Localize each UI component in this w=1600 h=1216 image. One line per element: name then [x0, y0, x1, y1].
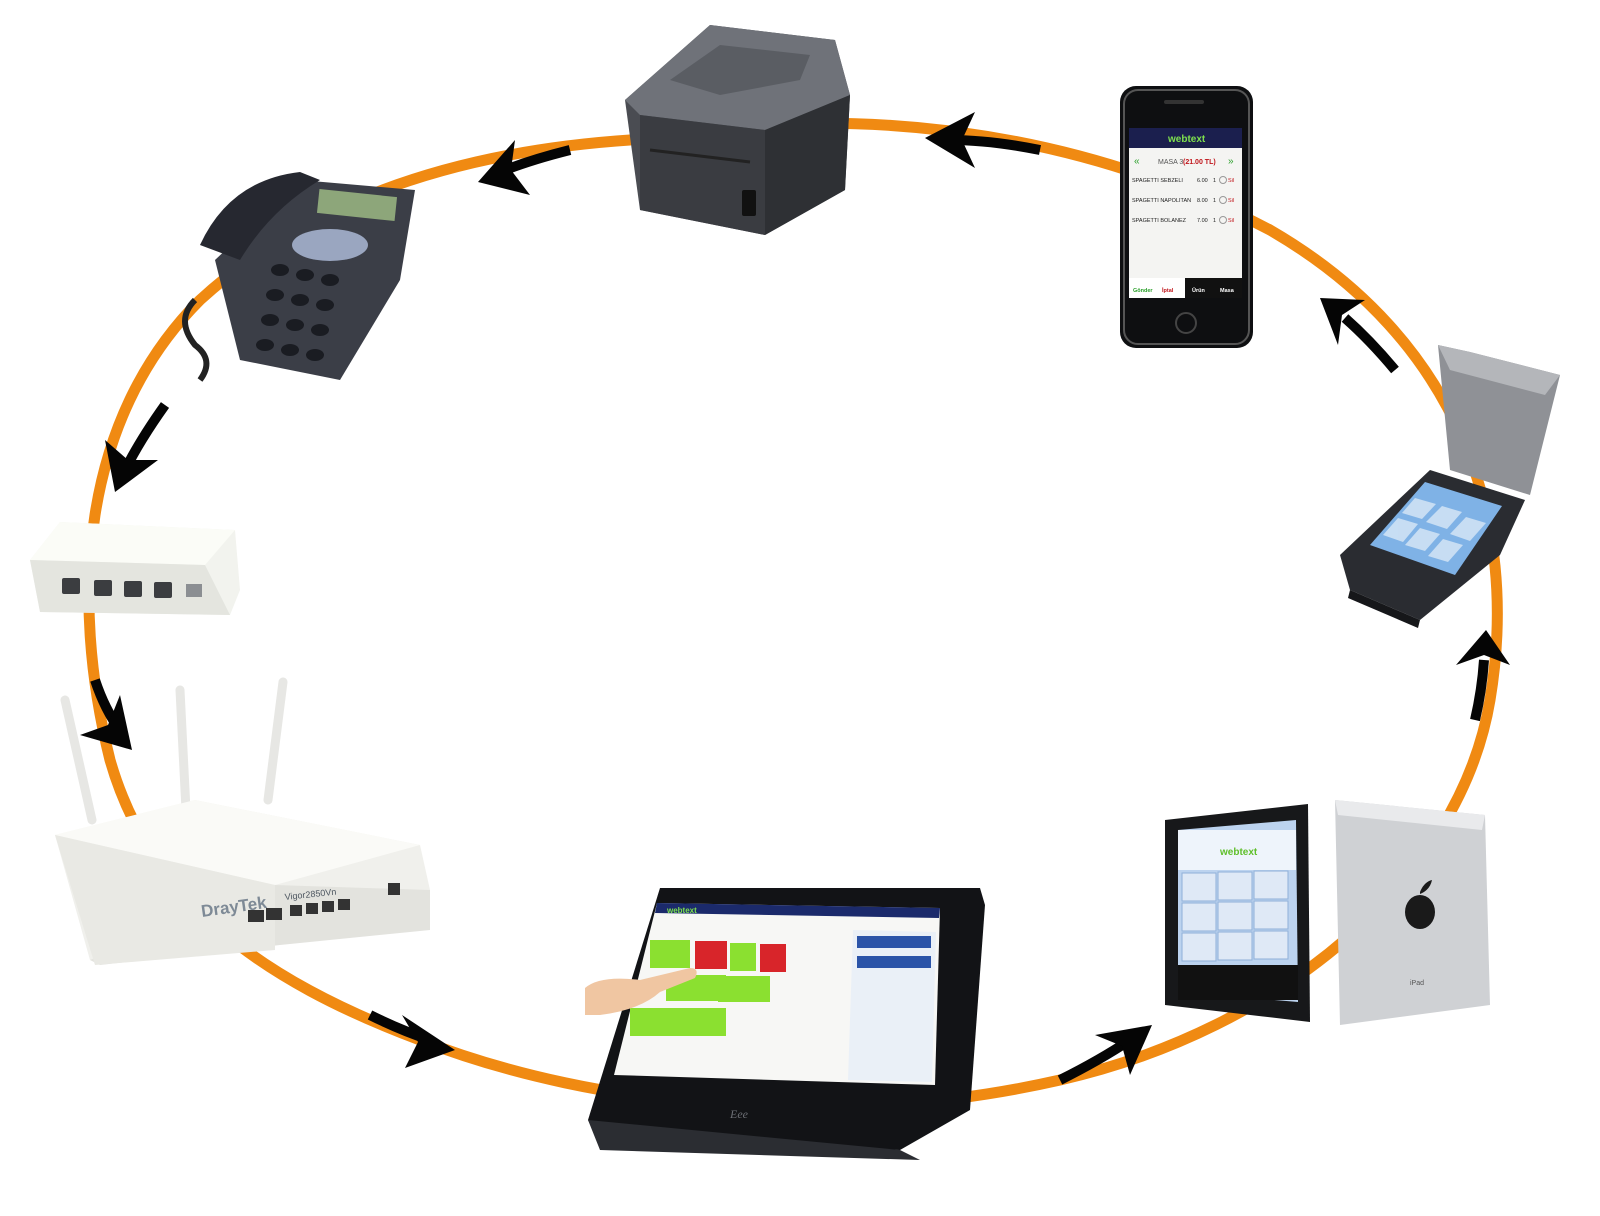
pos-app-brand: webtext	[666, 906, 697, 915]
phone-item-list: SPAGETTI SEBZELI 6.00 1 Sil SPAGETTI NAP…	[1132, 176, 1234, 224]
tablet-icon: iPad webtext	[1165, 800, 1490, 1025]
arrow-pos-to-tablets	[1057, 1025, 1152, 1085]
table-button[interactable]: Masa	[1220, 288, 1235, 294]
arrow-deskphone-to-box	[105, 402, 170, 492]
desk-phone-icon	[182, 172, 415, 382]
arrow-pda-to-smartphone	[1320, 298, 1399, 374]
touchscreen-pos-icon: webtext Eee	[585, 888, 985, 1160]
product-button[interactable]: Ürün	[1192, 287, 1205, 294]
arrow-router-to-pos	[367, 1010, 455, 1068]
svg-text:SPAGETTI NAPOLITAN: SPAGETTI NAPOLITAN	[1132, 198, 1191, 204]
table-tiles[interactable]	[630, 940, 786, 1036]
delete-button[interactable]: Sil	[1228, 218, 1234, 224]
tablet-front-icon: webtext	[1165, 804, 1310, 1022]
arrow-tablets-to-pda	[1456, 630, 1510, 722]
flow-arrows	[80, 112, 1510, 1085]
list-item: SPAGETTI SEBZELI 6.00 1 Sil	[1132, 176, 1234, 184]
tablet-app-brand: webtext	[1219, 847, 1258, 858]
pos-base-brand: Eee	[729, 1107, 749, 1121]
arrow-printer-to-deskphone	[478, 140, 572, 195]
phone-nav-prev[interactable]: «	[1134, 156, 1140, 167]
apple-logo-icon	[1405, 880, 1435, 929]
network-box-icon	[30, 522, 240, 615]
arrow-box-to-router	[80, 678, 132, 750]
ipad-back-icon: iPad	[1335, 800, 1490, 1025]
ipad-label: iPad	[1410, 980, 1424, 987]
svg-text:SPAGETTI BOLANEZ: SPAGETTI BOLANEZ	[1132, 218, 1187, 224]
send-button[interactable]: Gönder	[1133, 288, 1153, 294]
printer-icon	[625, 25, 850, 235]
pda-icon	[1340, 345, 1560, 628]
delete-button[interactable]: Sil	[1228, 178, 1234, 184]
phone-nav-next[interactable]: »	[1228, 156, 1234, 167]
smartphone-icon: webtext « MASA 3 (21.00 TL) » SPAGETTI S…	[1120, 86, 1253, 348]
phone-screen	[1129, 128, 1242, 298]
cancel-button[interactable]: İptal	[1162, 287, 1174, 294]
svg-text:SPAGETTI SEBZELI: SPAGETTI SEBZELI	[1132, 178, 1183, 184]
list-item: SPAGETTI BOLANEZ 7.00 1 Sil	[1132, 216, 1234, 224]
pda-screen	[1370, 482, 1502, 575]
router-icon: DrayTek Vigor2850Vn	[55, 677, 430, 965]
svg-text:1: 1	[1213, 218, 1216, 224]
arrow-smartphone-to-printer	[925, 112, 1041, 168]
phone-app-brand: webtext	[1167, 134, 1206, 145]
delete-button[interactable]: Sil	[1228, 198, 1234, 204]
phone-table-total: (21.00 TL)	[1183, 159, 1216, 166]
svg-text:7.00: 7.00	[1197, 218, 1208, 224]
phone-table-label: MASA 3	[1158, 159, 1183, 166]
svg-text:1: 1	[1213, 178, 1216, 184]
svg-text:6.00: 6.00	[1197, 178, 1208, 184]
list-item: SPAGETTI NAPOLITAN 8.00 1 Sil	[1132, 196, 1234, 204]
svg-text:8.00: 8.00	[1197, 198, 1208, 204]
svg-text:1: 1	[1213, 198, 1216, 204]
